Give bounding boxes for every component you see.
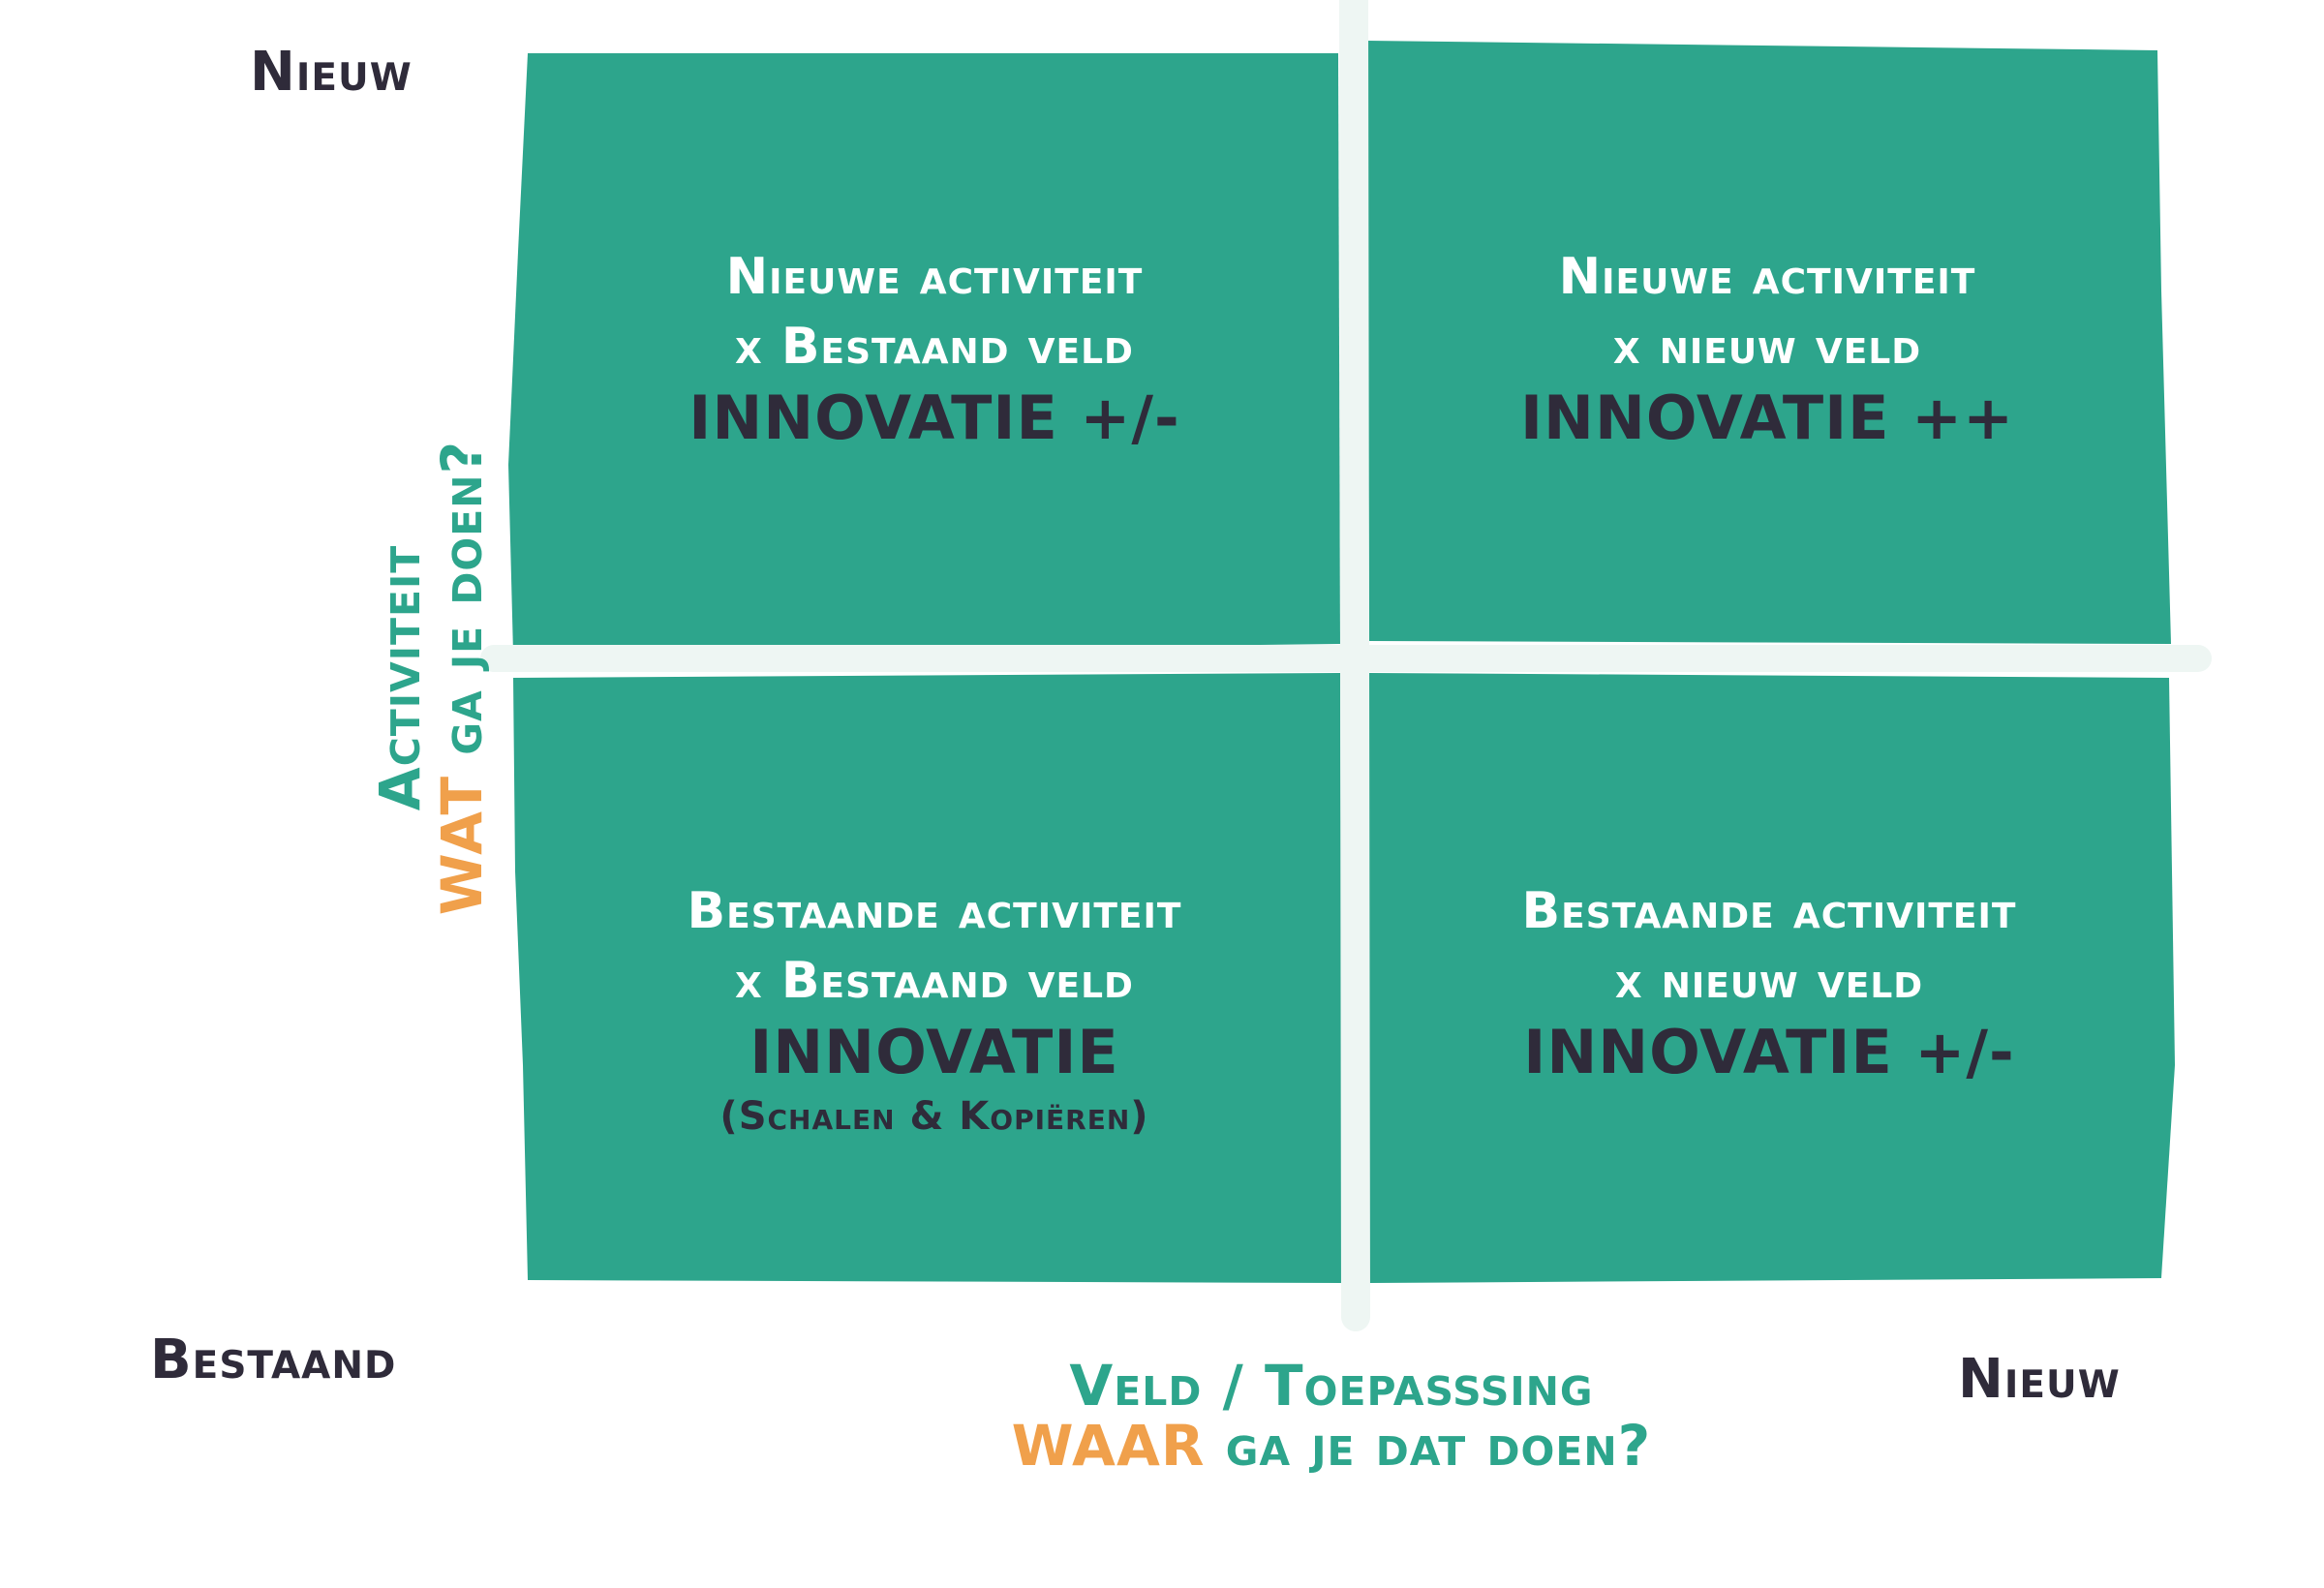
- x-axis-title: Veld / Toepasssing WAAR ga je dat doen?: [1012, 1356, 1652, 1476]
- quadrant-top-right-result: INNOVATIE ++: [1519, 382, 2015, 453]
- origin-label: Bestaand: [150, 1328, 397, 1391]
- quadrant-bottom-right-line2: x nieuw veld: [1614, 952, 1924, 1010]
- quadrant-top-right: Nieuwe activiteit x nieuw veld INNOVATIE…: [1367, 242, 2167, 455]
- quadrant-top-right-line1: Nieuwe activiteit: [1558, 248, 1976, 306]
- quadrant-bottom-left-result: INNOVATIE: [749, 1017, 1119, 1087]
- quadrant-bottom-right-line1: Bestaande activiteit: [1521, 882, 2017, 940]
- y-axis-top-label: Nieuw: [250, 41, 413, 104]
- quadrant-bottom-right-shape: [1369, 673, 2175, 1283]
- y-axis-title-rest: ga je doen?: [429, 440, 495, 755]
- quadrant-bottom-left-line1: Bestaande activiteit: [687, 882, 1182, 940]
- quadrant-top-left-result: INNOVATIE +/-: [688, 382, 1180, 453]
- y-axis-title-highlight: WAT: [429, 775, 495, 916]
- x-axis-right-label: Nieuw: [1958, 1348, 2121, 1411]
- quadrant-bottom-left-line2: x Bestaand veld: [735, 952, 1134, 1010]
- x-axis-title-rest: ga je dat doen?: [1225, 1413, 1652, 1479]
- x-axis-title-question: WAAR ga je dat doen?: [1012, 1416, 1652, 1476]
- quadrant-bottom-left: Bestaande activiteit x Bestaand veld INN…: [528, 876, 1341, 1144]
- y-axis-title: Activiteit WAT ga je doen?: [367, 440, 495, 916]
- quadrant-bottom-left-note: (Schalen & Kopiëren): [719, 1094, 1149, 1139]
- y-axis-title-main: Activiteit: [367, 544, 433, 811]
- x-axis-title-highlight: WAAR: [1011, 1413, 1206, 1479]
- quadrant-top-left-shape: [508, 53, 1340, 654]
- quadrant-bottom-left-shape: [513, 673, 1342, 1283]
- quadrant-top-left: Nieuwe activiteit x Bestaand veld INNOVA…: [528, 242, 1341, 455]
- quadrant-top-left-line1: Nieuwe activiteit: [725, 248, 1144, 306]
- quadrant-bottom-right: Bestaande activiteit x nieuw veld INNOVA…: [1367, 876, 2171, 1089]
- y-axis-title-question: WAT ga je doen?: [429, 440, 495, 916]
- quadrant-top-right-shape: [1367, 41, 2171, 644]
- x-axis-title-main: Veld / Toepasssing: [1069, 1353, 1594, 1419]
- quadrant-bottom-right-result: INNOVATIE +/-: [1523, 1017, 2015, 1087]
- quadrant-top-right-line2: x nieuw veld: [1612, 318, 1922, 376]
- quadrant-top-left-line2: x Bestaand veld: [735, 318, 1134, 376]
